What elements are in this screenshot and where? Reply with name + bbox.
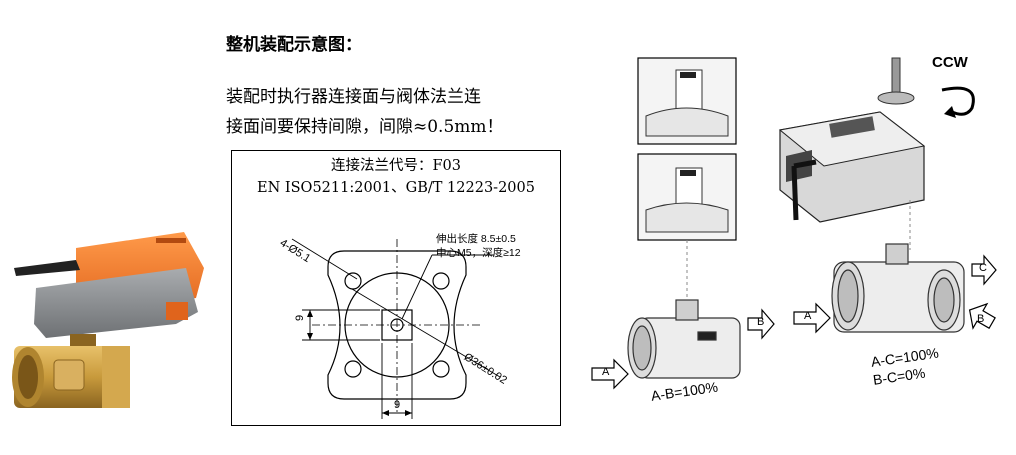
three-way-valve xyxy=(831,243,965,333)
port-a-three-way: A xyxy=(804,310,812,322)
flange-standard: EN ISO5211:2001、GB/T 12223-2005 xyxy=(257,180,535,196)
assembly-note-line-1: 装配时执行器连接面与阀体法兰连 xyxy=(226,87,481,107)
dim-vertical-label: 9 xyxy=(294,314,306,321)
port-b-two-way: B xyxy=(757,316,765,328)
dim-horizontal-label: 9 xyxy=(394,399,401,411)
two-way-valve xyxy=(627,299,741,379)
product-photo xyxy=(6,228,212,418)
flange-spec: 连接法兰代号：F03 EN ISO5211:2001、GB/T 12223-20… xyxy=(232,155,560,199)
section-heading: 整机装配示意图： xyxy=(226,35,362,55)
flange-code: 连接法兰代号：F03 xyxy=(330,158,461,174)
assembly-note-line-2: 接面间要保持间隙，间隙≈0.5mm！ xyxy=(226,117,504,137)
center-label: 中心M5，深度≥12 xyxy=(436,247,521,259)
port-c-three-way: C xyxy=(979,262,987,274)
assembly-note: 装配时执行器连接面与阀体法兰连 接面间要保持间隙，间隙≈0.5mm！ xyxy=(226,82,504,142)
extension-label: 伸出长度 8.5±0.5 xyxy=(436,233,516,245)
flange-outline xyxy=(291,238,501,419)
flange-drawing: 连接法兰代号：F03 EN ISO5211:2001、GB/T 12223-20… xyxy=(231,150,561,426)
ccw-label: CCW xyxy=(932,54,968,71)
assembly-diagram: CCW A B A-B=100% A B C A-C=100% B-C=0% xyxy=(580,50,1010,450)
port-a-two-way: A xyxy=(602,366,610,378)
port-b-three-way: B xyxy=(977,313,985,325)
